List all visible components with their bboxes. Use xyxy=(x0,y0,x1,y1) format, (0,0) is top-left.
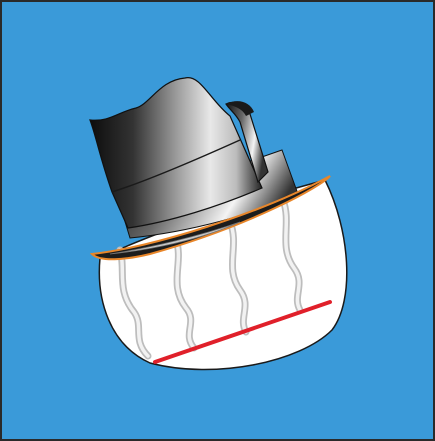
illustration-canvas xyxy=(0,0,435,441)
valve-illustration xyxy=(0,0,435,441)
